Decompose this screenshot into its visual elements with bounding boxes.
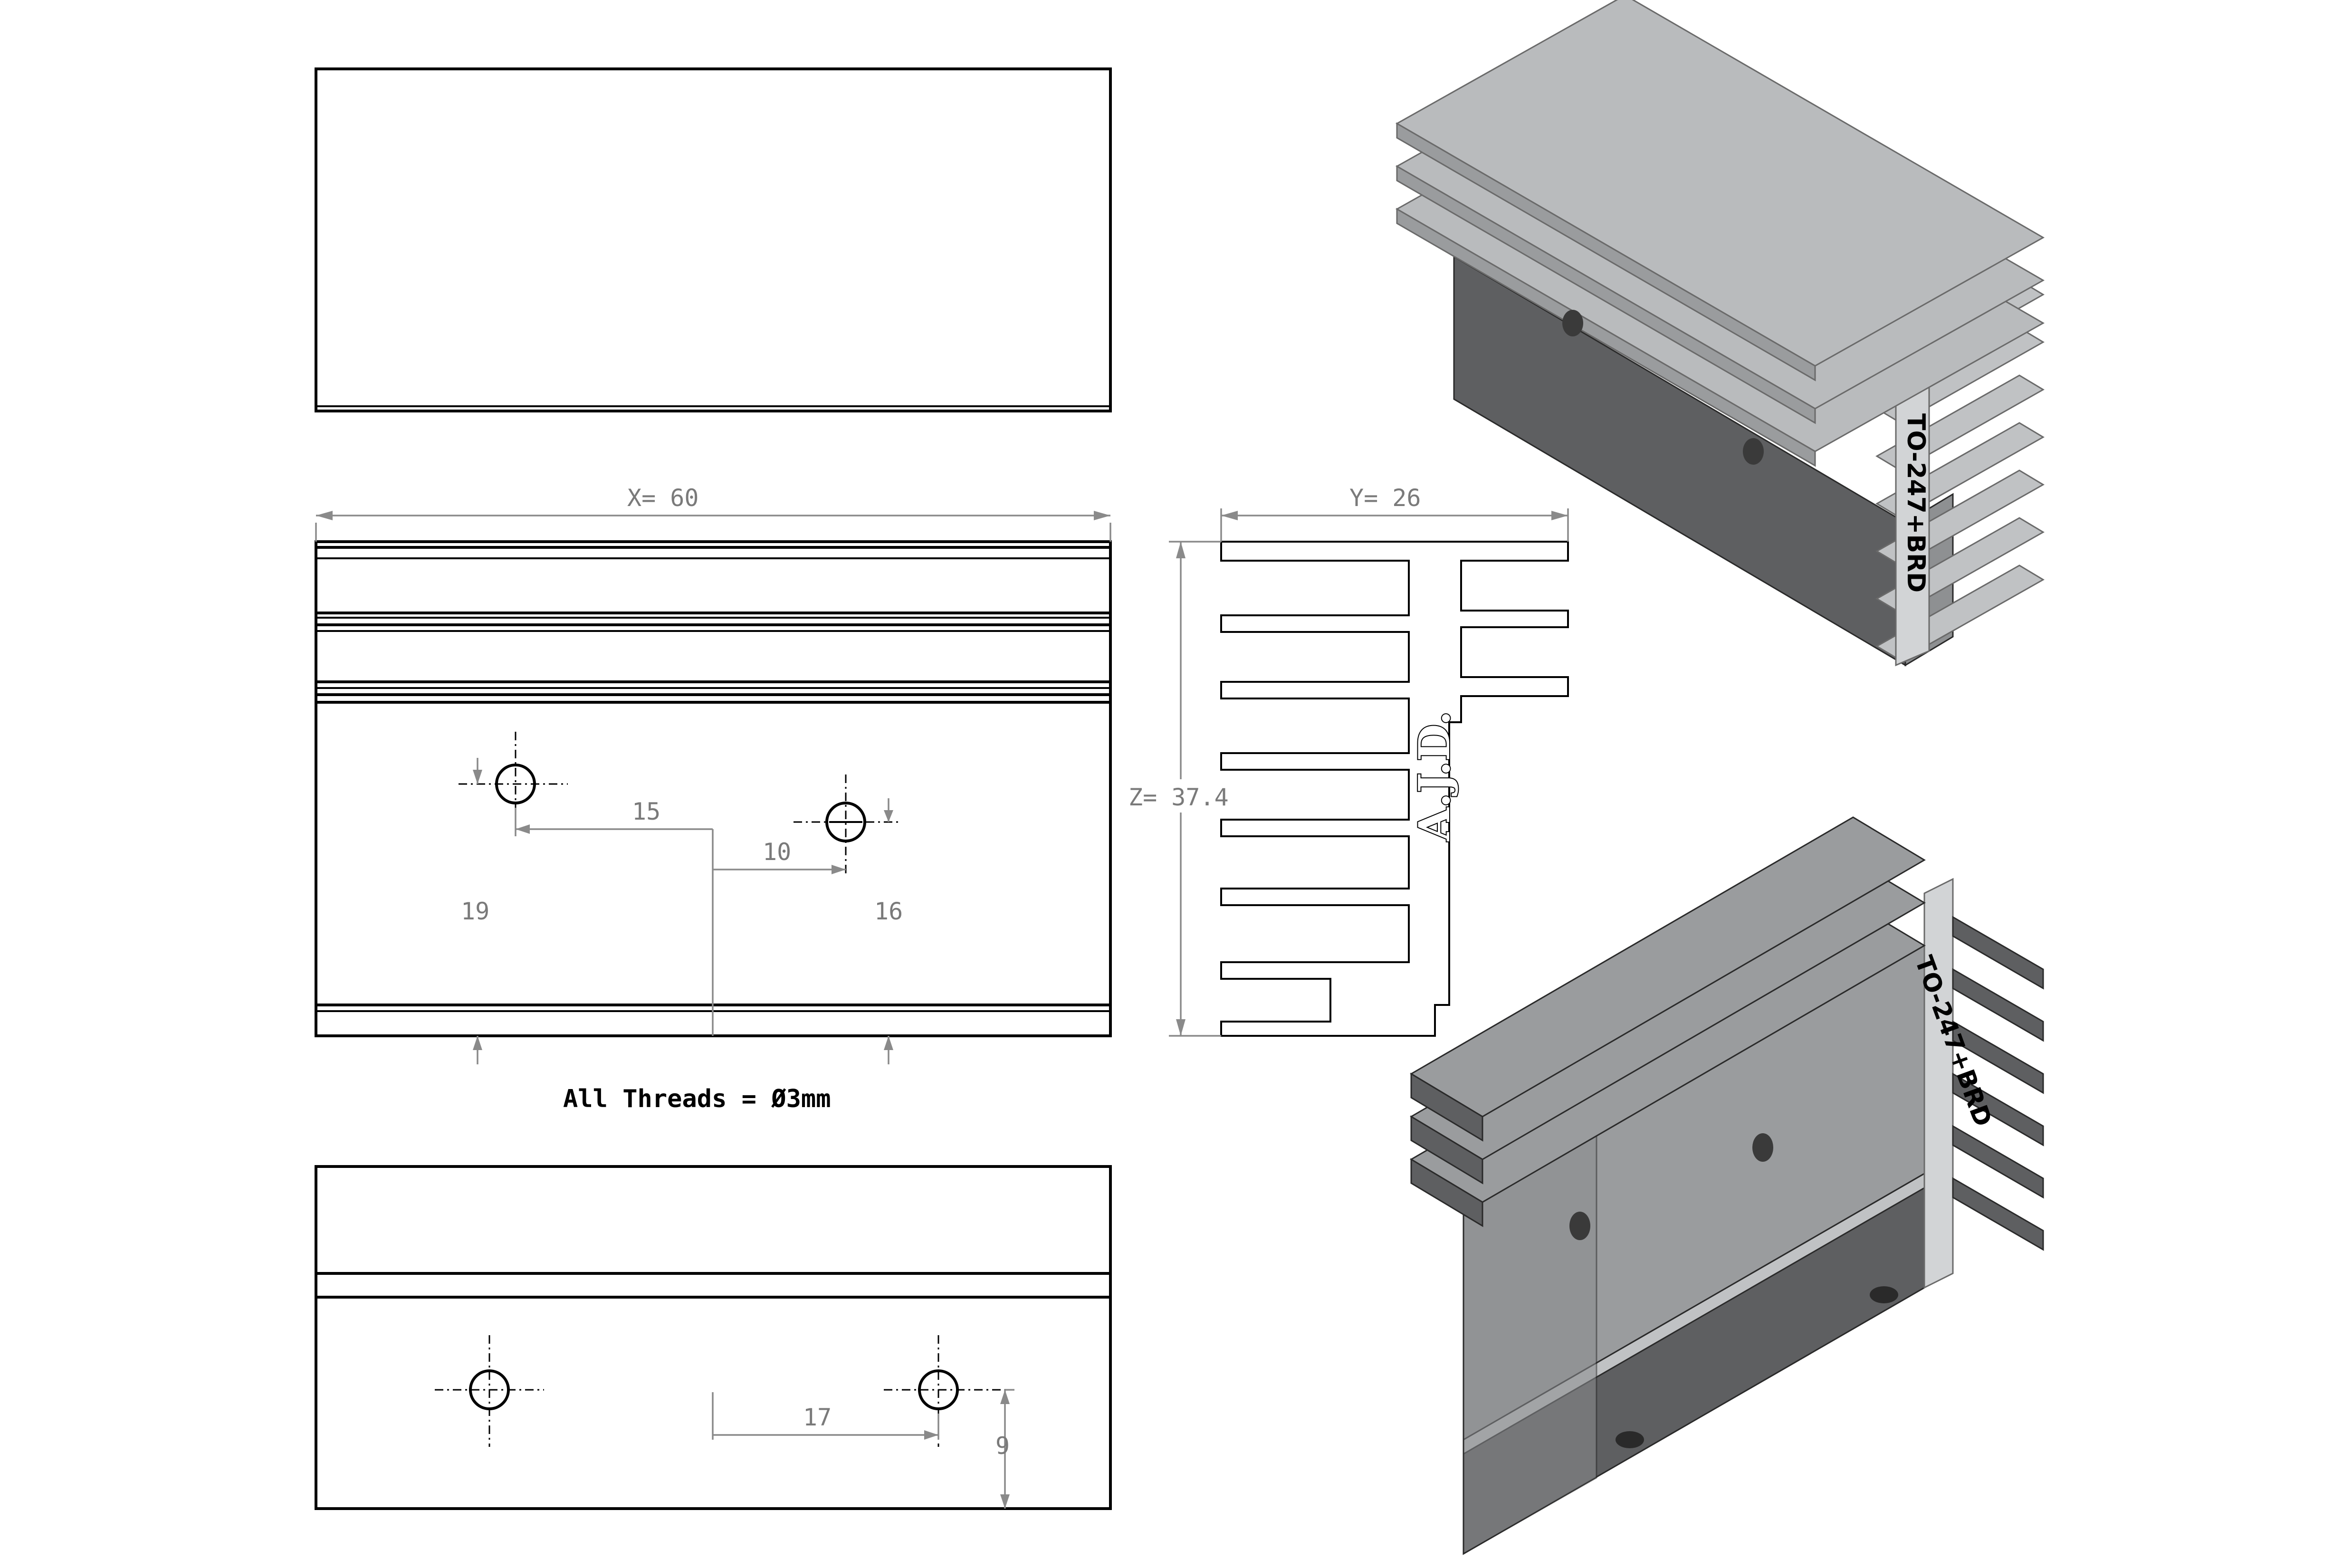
bottom-view: 17 9: [315, 1165, 1112, 1510]
bottom-hole-right: [884, 1335, 1010, 1447]
top-view: [315, 67, 1112, 412]
heatsink-profile: [1220, 541, 1569, 1037]
dimension-17-label: 17: [803, 1404, 832, 1431]
iso-top-part-label: TO-247+BRD: [1902, 413, 1930, 593]
dimension-y: Y= 26: [1220, 484, 1569, 542]
dimension-16-label: 16: [874, 898, 903, 925]
dimension-9: 9: [995, 1389, 1014, 1509]
side-profile-view: Y= 26 Z= 37.4 A.J.D.: [1126, 484, 1569, 1037]
dimension-z-label: Z= 37.4: [1128, 784, 1229, 811]
dimension-x: X= 60: [315, 484, 1111, 542]
dimension-15: 15: [515, 798, 713, 836]
dimension-x-label: X= 60: [627, 484, 699, 512]
dimension-z: Z= 37.4: [1126, 541, 1245, 1037]
dimension-y-label: Y= 26: [1349, 484, 1421, 512]
thread-note: All Threads = Ø3mm: [563, 1085, 831, 1113]
isometric-view-top: TO-247+BRD: [1395, 0, 2045, 667]
dimension-9-label: 9: [995, 1432, 1010, 1460]
bottom-hole-left: [435, 1335, 544, 1447]
dimension-10: 10: [712, 829, 846, 1036]
isometric-view-bottom: TO-247+BRD: [1410, 816, 2044, 1555]
dimension-19: 19: [461, 758, 489, 1064]
front-view: X= 60 15 10 19 16: [315, 484, 1112, 1064]
dimension-10-label: 10: [763, 838, 791, 866]
iso-bottom-side-fins: [1952, 916, 2044, 1251]
hole-left: [459, 732, 568, 836]
dimension-16: 16: [874, 798, 903, 1064]
brand-logo: A.J.D.: [1409, 711, 1460, 841]
hole-right: [794, 774, 898, 874]
dimension-17: 17: [712, 1392, 939, 1440]
dimension-19-label: 19: [461, 898, 489, 925]
dimension-15-label: 15: [632, 798, 660, 825]
